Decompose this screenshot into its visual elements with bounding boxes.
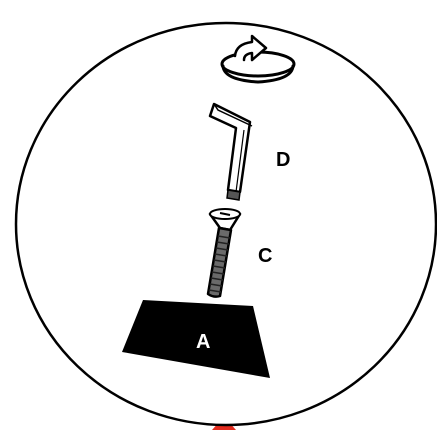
label-d: D [276,150,290,170]
label-c: C [258,246,272,266]
label-a: A [196,332,210,352]
